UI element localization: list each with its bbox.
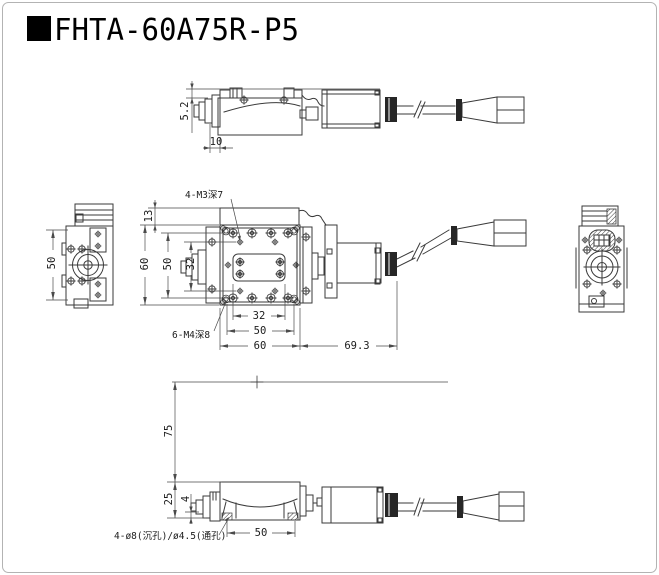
cable-ring-front bbox=[457, 496, 463, 518]
dim-left-50-text: 50 bbox=[46, 257, 58, 270]
dim-plan-h32-text: 32 bbox=[253, 310, 266, 322]
dim-front-75-text: 75 bbox=[163, 425, 175, 438]
motor-knob-front bbox=[385, 493, 398, 517]
dim-front-4: 4 bbox=[180, 494, 199, 524]
label-top-holes: 4-M3深7 bbox=[185, 190, 223, 201]
dim-plan-h60: 60 bbox=[219, 308, 301, 352]
label-bottom-holes: 6-M4深8 bbox=[172, 330, 210, 341]
center-cross-icon bbox=[250, 375, 264, 389]
dim-plan-69-3: 69.3 bbox=[300, 281, 398, 352]
dim-plan-v50: 50 bbox=[161, 232, 229, 299]
callout-top-holes: 4-M3深7 bbox=[185, 190, 241, 241]
dim-front-50: 50 bbox=[226, 521, 296, 539]
dim-plan-h50: 50 bbox=[226, 304, 295, 337]
dim-left-50: 50 bbox=[46, 229, 68, 301]
cable-end-hatch bbox=[606, 208, 617, 225]
callout-bottom-holes: 6-M4深8 bbox=[172, 300, 226, 341]
dim-front-75: 75 bbox=[163, 382, 222, 483]
view-front: 75 25 4 50 4-ø8(沉孔)/ø4.5(通孔) bbox=[114, 375, 525, 542]
dim-plan-v50-text: 50 bbox=[162, 258, 174, 271]
dim-plan-v60-text: 60 bbox=[139, 258, 151, 271]
view-right-side bbox=[575, 205, 628, 313]
dim-5-2-text: 5.2 bbox=[179, 102, 191, 121]
label-mount-holes: 4-ø8(沉孔)/ø4.5(通孔) bbox=[114, 531, 226, 542]
dim-10: 10 bbox=[203, 124, 233, 153]
cable-ring-plan bbox=[451, 226, 457, 245]
view-left-side: 50 bbox=[46, 203, 114, 309]
dim-plan-13: 13 bbox=[140, 200, 220, 233]
counterbore-hatch-right bbox=[287, 512, 299, 521]
dim-plan-v60: 60 bbox=[139, 225, 219, 306]
view-top: 5.2 10 bbox=[179, 81, 525, 153]
dim-plan-13-text: 13 bbox=[143, 210, 155, 223]
title-bullet-icon bbox=[27, 16, 51, 41]
dim-plan-69-3-text: 69.3 bbox=[344, 340, 369, 352]
dim-plan-h50-text: 50 bbox=[254, 325, 267, 337]
dim-10-text: 10 bbox=[210, 136, 223, 148]
callout-mount-holes: 4-ø8(沉孔)/ø4.5(通孔) bbox=[114, 517, 229, 542]
dim-plan-h32: 32 bbox=[232, 284, 286, 322]
dim-plan-h60-text: 60 bbox=[254, 340, 267, 352]
title-block: FHTA-60A75R-P5 bbox=[27, 13, 299, 48]
motor-knob-top bbox=[385, 97, 397, 122]
motor-knob-plan bbox=[385, 252, 397, 276]
view-plan: 4-M3深7 6-M4深8 13 60 50 bbox=[139, 190, 527, 352]
cable-ring-top bbox=[456, 99, 462, 121]
dim-plan-v32-text: 32 bbox=[185, 258, 197, 271]
page-title: FHTA-60A75R-P5 bbox=[54, 13, 299, 48]
dim-5-2: 5.2 bbox=[179, 81, 380, 133]
dim-front-25-text: 25 bbox=[163, 493, 175, 506]
dim-front-50-text: 50 bbox=[255, 527, 268, 539]
dim-plan-v32: 32 bbox=[184, 241, 236, 292]
dim-front-4-text: 4 bbox=[180, 496, 192, 502]
dim-front-25: 25 bbox=[163, 482, 206, 519]
